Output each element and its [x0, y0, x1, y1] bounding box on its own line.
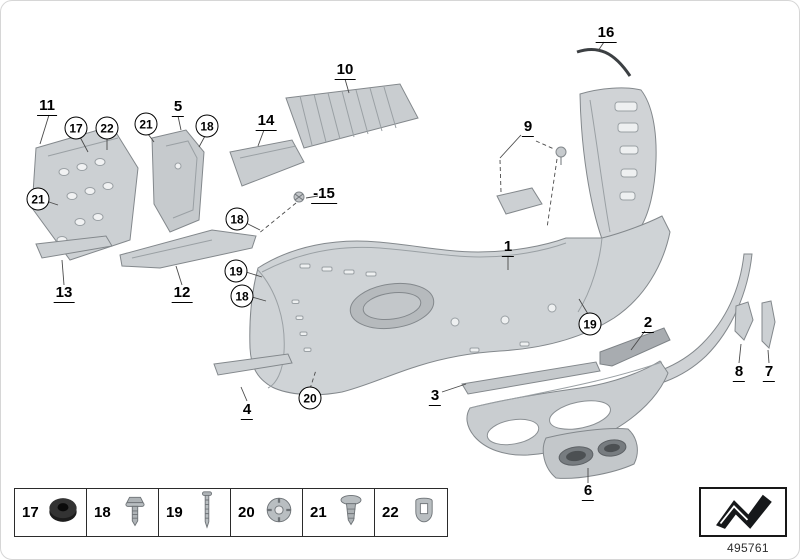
- callout-4[interactable]: 4: [240, 401, 254, 420]
- long-screw-icon: [187, 488, 227, 537]
- part-bumper-side-section: [579, 87, 657, 240]
- fastener-callout-19a[interactable]: 19: [224, 259, 248, 283]
- part-lower-strip: [461, 361, 601, 395]
- part-side-bracket: [151, 129, 205, 233]
- legend-cell-21[interactable]: 21: [303, 489, 375, 536]
- part-mounting-panel: [31, 125, 139, 261]
- legend-label: 20: [238, 504, 255, 521]
- part-small-support: [734, 301, 754, 341]
- fastener-callout-19b[interactable]: 19: [578, 312, 602, 336]
- callout-1[interactable]: 1: [501, 238, 515, 257]
- fastener-callout-21b[interactable]: 21: [26, 187, 50, 211]
- legend-label: 22: [382, 504, 399, 521]
- callout-12[interactable]: 12: [171, 284, 193, 303]
- callout-3[interactable]: 3: [428, 387, 442, 406]
- part-sensor-bracket: [496, 146, 567, 215]
- legend-label: 18: [94, 504, 111, 521]
- legend-label: 19: [166, 504, 183, 521]
- legend-label: 21: [310, 504, 327, 521]
- part-trim-strip: [213, 353, 293, 376]
- fastener-callout-18c[interactable]: 18: [230, 284, 254, 308]
- expansion-rivet-icon: [331, 488, 371, 537]
- part-exhaust-tip: [542, 428, 638, 479]
- diagram-number: 495761: [727, 541, 769, 555]
- callout-14[interactable]: 14: [255, 112, 277, 131]
- callout-8[interactable]: 8: [732, 363, 746, 382]
- legend-cell-19[interactable]: 19: [159, 489, 231, 536]
- clamp-icon: [404, 488, 444, 537]
- legend-cell-18[interactable]: 18: [87, 489, 159, 536]
- part-ribbed-panel: [285, 83, 419, 149]
- callout-9[interactable]: 9: [521, 118, 535, 137]
- fastener-callout-18b[interactable]: 18: [225, 207, 249, 231]
- part-screw: [293, 191, 305, 203]
- part-thin-side-strip: [761, 300, 776, 349]
- part-diffuser: [466, 360, 669, 456]
- callout-5[interactable]: 5: [171, 98, 185, 117]
- main-group-thumbnail[interactable]: [699, 487, 787, 537]
- callout-16[interactable]: 16: [595, 24, 617, 43]
- callout-10[interactable]: 10: [334, 61, 356, 80]
- fastener-callout-22[interactable]: 22: [95, 116, 119, 140]
- legend-label: 17: [22, 504, 39, 521]
- callout-7[interactable]: 7: [762, 363, 776, 382]
- callout-11[interactable]: 11: [37, 97, 57, 116]
- bumper-outline-icon: [707, 489, 779, 536]
- screw-icon: [115, 488, 155, 537]
- callout-15[interactable]: -15: [311, 185, 337, 204]
- callout-13[interactable]: 13: [53, 284, 75, 303]
- callout-6[interactable]: 6: [581, 482, 595, 501]
- fastener-callout-18a[interactable]: 18: [195, 114, 219, 138]
- part-small-strip: [35, 235, 113, 259]
- part-lower-bracket: [119, 229, 257, 269]
- fastener-callout-17[interactable]: 17: [64, 116, 88, 140]
- part-dark-strip: [599, 327, 671, 367]
- grommet-icon: [43, 488, 83, 537]
- callout-2[interactable]: 2: [641, 314, 655, 333]
- legend-cell-20[interactable]: 20: [231, 489, 303, 536]
- legend-cell-17[interactable]: 17: [15, 489, 87, 536]
- legend-cell-22[interactable]: 22: [375, 489, 447, 536]
- part-bumper-cover: [249, 215, 671, 396]
- part-edge-strip: [576, 47, 632, 77]
- part-small-panel: [229, 139, 305, 187]
- fastener-callout-21a[interactable]: 21: [134, 112, 158, 136]
- fastener-legend: 17 18 19: [14, 488, 448, 537]
- fastener-callout-20[interactable]: 20: [298, 386, 322, 410]
- plastic-nut-icon: [259, 488, 299, 537]
- leader-lines: [39, 41, 770, 483]
